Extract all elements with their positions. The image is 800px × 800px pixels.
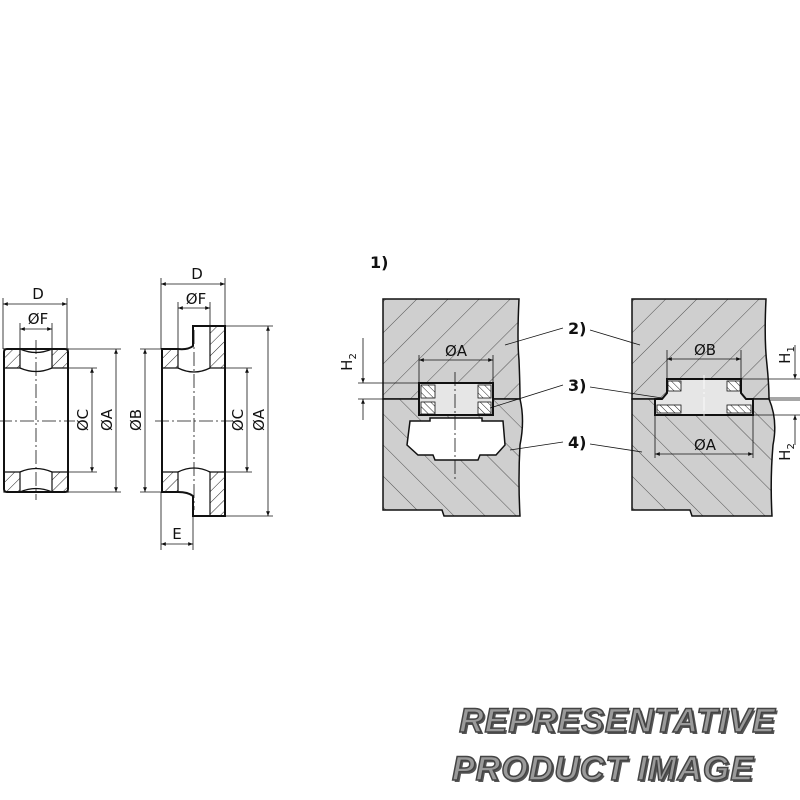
watermark-line-1: REPRESENTATIVE [458, 701, 776, 741]
insert-hatch [477, 384, 492, 399]
dimension-lines [654, 345, 800, 458]
dim-label-c: ØC [229, 409, 247, 431]
ring-part-2 [140, 278, 273, 550]
dim-label-d: D [32, 285, 44, 303]
ring-section-hatch [51, 348, 69, 369]
dim-label-f: ØF [28, 310, 48, 328]
dim-label-c: ØC [74, 409, 92, 431]
note-label: 1) [370, 253, 388, 272]
ring-section-hatch [51, 471, 69, 493]
dim-label-h1: H1 [776, 346, 797, 364]
flange-section-hatch [161, 471, 179, 493]
ring-section-hatch [3, 348, 21, 369]
dim-label-h2: H2 [776, 443, 797, 461]
flange-section-hatch [161, 348, 179, 369]
install-right [589, 298, 800, 517]
install-left [358, 298, 564, 517]
dimension-lines [2, 298, 121, 493]
callout-line [489, 384, 564, 409]
dim-label-a: ØA [98, 408, 116, 431]
insert-hatch [667, 380, 682, 392]
callout-4: 4) [568, 433, 586, 452]
insert-hatch [420, 401, 436, 415]
lower-plate [631, 398, 776, 517]
insert-hatch [726, 404, 752, 414]
callout-line [589, 443, 643, 453]
dim-label-e: E [172, 525, 181, 543]
callout-line [509, 441, 564, 451]
ring-section-hatch [3, 471, 21, 493]
cavity [406, 417, 506, 461]
ring-part-1 [0, 298, 121, 500]
dim-label-h2: H2 [338, 353, 359, 371]
insert-hatch [656, 404, 682, 414]
callout-line [589, 386, 663, 399]
callout-2: 2) [568, 319, 586, 338]
dim-label-b: ØB [127, 409, 145, 431]
dim-label-a: ØA [250, 408, 268, 431]
insert-hatch [726, 380, 741, 392]
callout-3: 3) [568, 376, 586, 395]
watermark-line-2: PRODUCT IMAGE [451, 749, 754, 789]
flange-section-hatch [209, 325, 226, 369]
dim-label-f: ØF [186, 290, 206, 308]
dim-label-b: ØB [694, 341, 716, 359]
callout-line [504, 327, 564, 346]
insert-hatch [420, 384, 436, 399]
flange-section-hatch [209, 471, 226, 517]
dimension-lines [140, 278, 273, 550]
dimension-lines [358, 338, 494, 420]
dim-label-a: ØA [694, 436, 717, 454]
insert-hatch [477, 401, 492, 415]
dim-label-d: D [191, 265, 203, 283]
dim-label-a: ØA [445, 342, 468, 360]
callout-line [589, 329, 641, 346]
upper-plate [631, 298, 770, 400]
upper-plate [382, 298, 521, 400]
